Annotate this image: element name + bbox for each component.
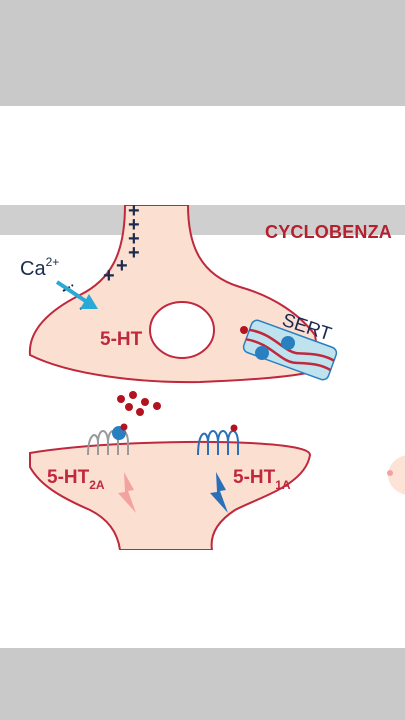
synapse-diagram: + + + + + + Ca2+ 5-HT	[20, 205, 405, 550]
serotonin-molecule	[136, 408, 144, 416]
plus-sign: +	[103, 265, 115, 287]
title-strip	[0, 205, 405, 235]
synaptic-vesicle	[149, 301, 215, 359]
bottom-letterbox	[0, 648, 405, 720]
receptor-5ht2a	[87, 430, 129, 456]
serotonin-molecule	[141, 398, 149, 406]
serotonin-molecule	[240, 326, 248, 334]
plus-sign: +	[128, 242, 140, 264]
receptor-5ht1a-label: 5-HT1A	[233, 467, 291, 492]
released-serotonin	[117, 391, 161, 416]
serotonin-molecule	[230, 424, 238, 432]
receptor-5ht1a	[197, 430, 239, 456]
sert-binding-site	[281, 336, 295, 350]
partial-next-element	[388, 455, 405, 495]
serotonin-molecule	[117, 395, 125, 403]
serotonin-molecule	[153, 402, 161, 410]
calcium-influx-arrow	[55, 280, 98, 309]
sert-transporter	[240, 319, 338, 381]
depolarization-signs: + + + + + +	[103, 205, 140, 287]
plus-sign: +	[128, 228, 140, 250]
signal-bolt-1a-icon	[210, 472, 228, 513]
serotonin-molecule	[129, 391, 137, 399]
serotonin-label: 5-HT	[100, 329, 143, 350]
plus-sign: +	[128, 205, 140, 222]
sert-binding-site	[255, 346, 269, 360]
serotonin-molecule	[120, 423, 128, 431]
plus-sign: +	[128, 214, 140, 236]
top-letterbox	[0, 0, 405, 106]
serotonin-molecule	[125, 403, 133, 411]
postsynaptic-terminal	[29, 440, 312, 550]
signal-bolt-2a-icon	[118, 472, 136, 513]
video-frame[interactable]: + + + + + + Ca2+ 5-HT	[0, 205, 405, 550]
video-title: CYCLOBENZA	[265, 222, 392, 242]
calcium-label: Ca2+	[20, 255, 59, 280]
receptor-5ht2a-label: 5-HT2A	[47, 467, 105, 492]
plus-sign: +	[116, 255, 128, 277]
